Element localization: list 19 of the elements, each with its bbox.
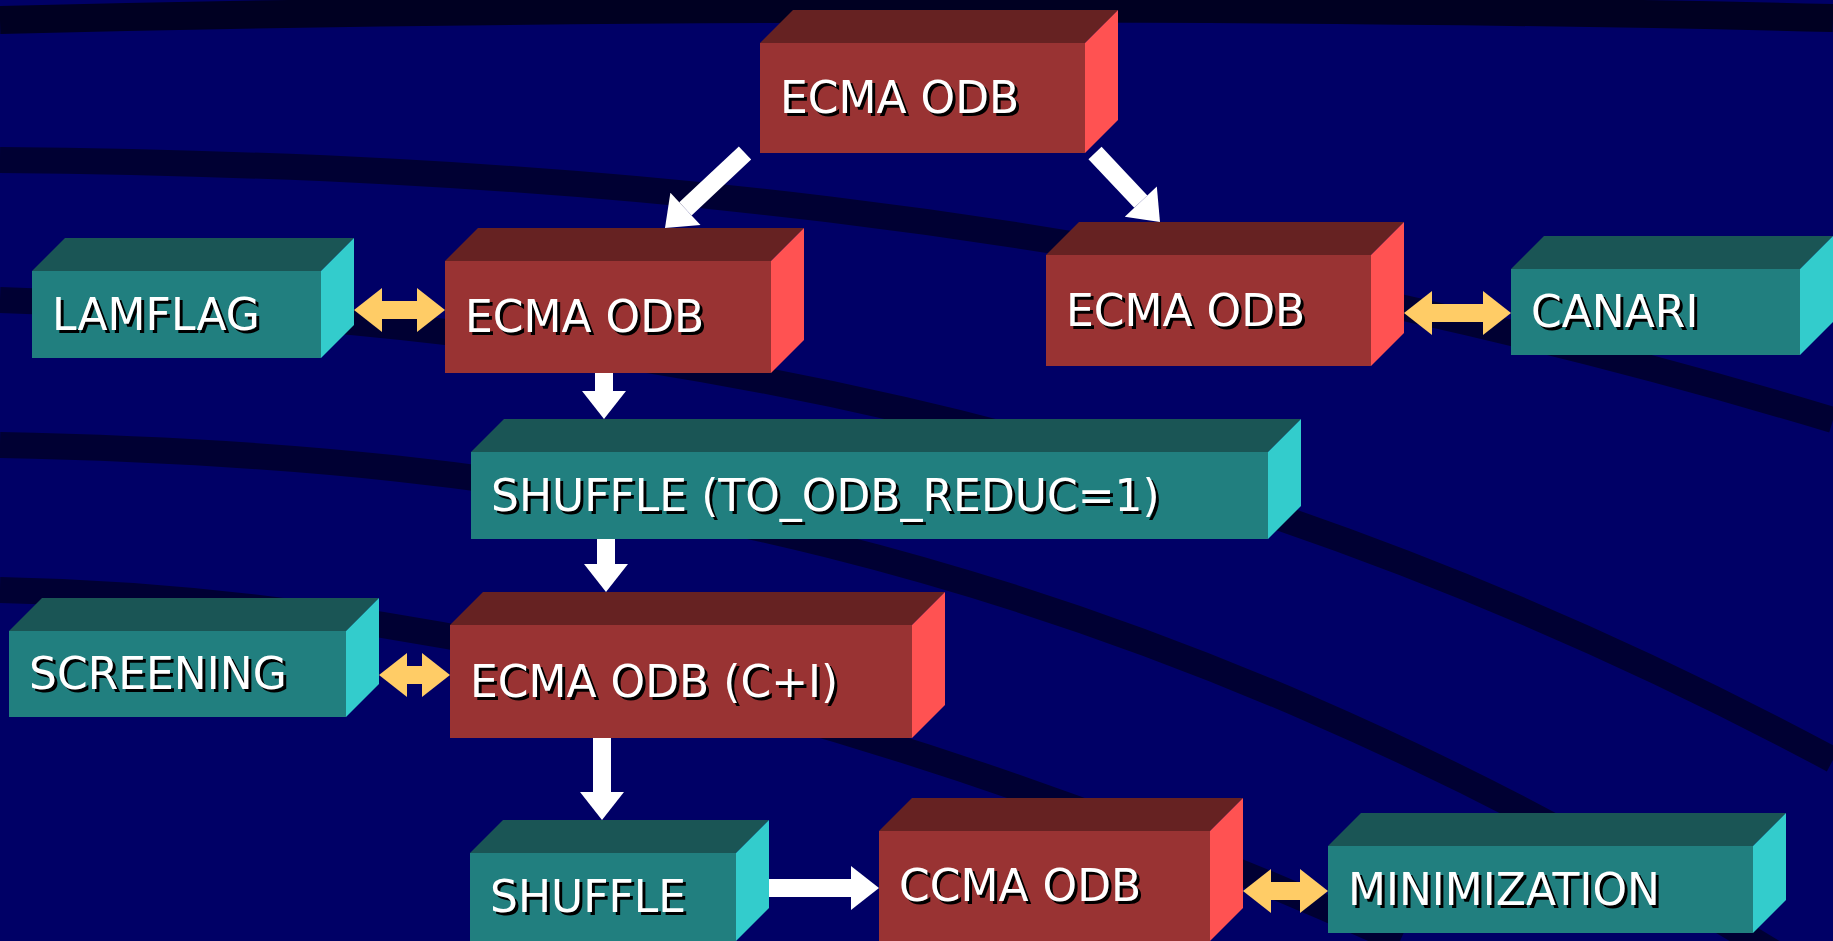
block-label: ECMA ODB (C+I) [470,659,839,704]
arrow [379,653,450,697]
block-label: ECMA ODB [780,76,1020,120]
block-label: ECMA ODB [1066,288,1306,333]
block-label: CCMA ODB [899,864,1142,908]
arrow [580,738,624,820]
arrow [769,866,879,910]
block-label: ECMA ODB [465,295,705,339]
arrow [354,288,445,332]
arrow [1404,291,1511,335]
block-label: LAMFLAG [52,292,260,337]
block-label: CANARI [1531,290,1699,334]
arrow [582,373,626,419]
arrow [584,539,628,592]
arrow [1088,146,1160,222]
block-label: SCREENING [29,652,287,696]
arrow [1243,869,1328,913]
block-label: SHUFFLE [490,875,687,919]
block-label: MINIMIZATION [1348,867,1660,912]
